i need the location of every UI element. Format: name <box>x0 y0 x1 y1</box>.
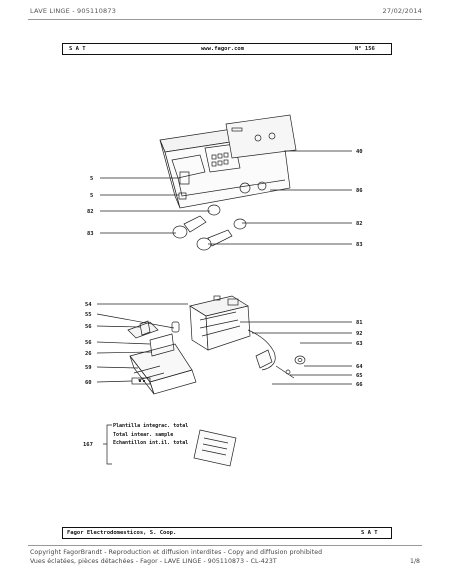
callout-top-6: 83 <box>87 231 94 237</box>
sample-sheet-drawing <box>193 429 237 467</box>
footer-bar-sat: S A T <box>361 529 378 536</box>
header-title: LAVE LINGE - 905110873 <box>30 7 117 15</box>
sat-bar-left: S A T <box>69 45 86 52</box>
dispenser-housing-drawing <box>189 295 251 351</box>
callout-br-5: 66 <box>356 382 363 388</box>
hose-and-pressure-switch-drawing <box>247 329 306 379</box>
note-line-2: Total intear. sample <box>113 432 173 438</box>
header-rule <box>28 19 422 20</box>
callout-br-1: 92 <box>356 331 363 337</box>
sat-bar-number: N° 156 <box>355 45 375 52</box>
footer-bar-company: Fagor Electrodomesticos, S. Coop. <box>67 529 177 536</box>
callout-top-5: 82 <box>356 221 363 227</box>
callout-bl-5: 59 <box>85 365 92 371</box>
callout-bl-0: 54 <box>85 302 92 308</box>
callout-top-4: 82 <box>87 209 94 215</box>
footer-rule <box>28 545 422 546</box>
knob-lower-right <box>196 218 247 251</box>
callout-br-0: 81 <box>356 320 363 326</box>
callout-bl-3: 56 <box>85 340 92 346</box>
note-line-3: Echantillon int.il. total <box>113 440 188 446</box>
callout-br-3: 64 <box>356 364 363 370</box>
callout-bl-2: 56 <box>85 324 92 330</box>
callout-bl-1: 55 <box>85 312 92 318</box>
control-panel-drawing <box>159 114 297 209</box>
sat-bar: S A T www.fagor.com N° 156 <box>62 43 392 55</box>
header-date: 27/02/2014 <box>382 7 422 15</box>
callout-br-2: 63 <box>356 341 363 347</box>
footer-description: Vues éclatées, pièces détachées - Fagor … <box>30 558 277 565</box>
note-code: 167 <box>83 442 93 448</box>
footer-copyright: Copyright FagorBrandt - Reproduction et … <box>30 549 323 556</box>
footer-page-number: 1/8 <box>410 558 420 565</box>
callout-top-1: 5 <box>90 176 93 182</box>
callout-top-3: 86 <box>356 188 363 194</box>
sat-bar-website: www.fagor.com <box>201 45 245 52</box>
callout-top-7: 83 <box>356 242 363 248</box>
callout-bl-6: 60 <box>85 380 92 386</box>
detergent-drawer-drawing <box>127 320 197 395</box>
callout-br-4: 65 <box>356 373 363 379</box>
callout-top-0: 40 <box>356 149 363 155</box>
callout-bl-4: 26 <box>85 351 92 357</box>
knob-upper-left <box>172 204 221 239</box>
callout-top-2: 5 <box>90 193 93 199</box>
footer-bar: Fagor Electrodomesticos, S. Coop. S A T <box>62 527 392 539</box>
note-line-1: Plantilla integrac. total <box>113 423 188 429</box>
